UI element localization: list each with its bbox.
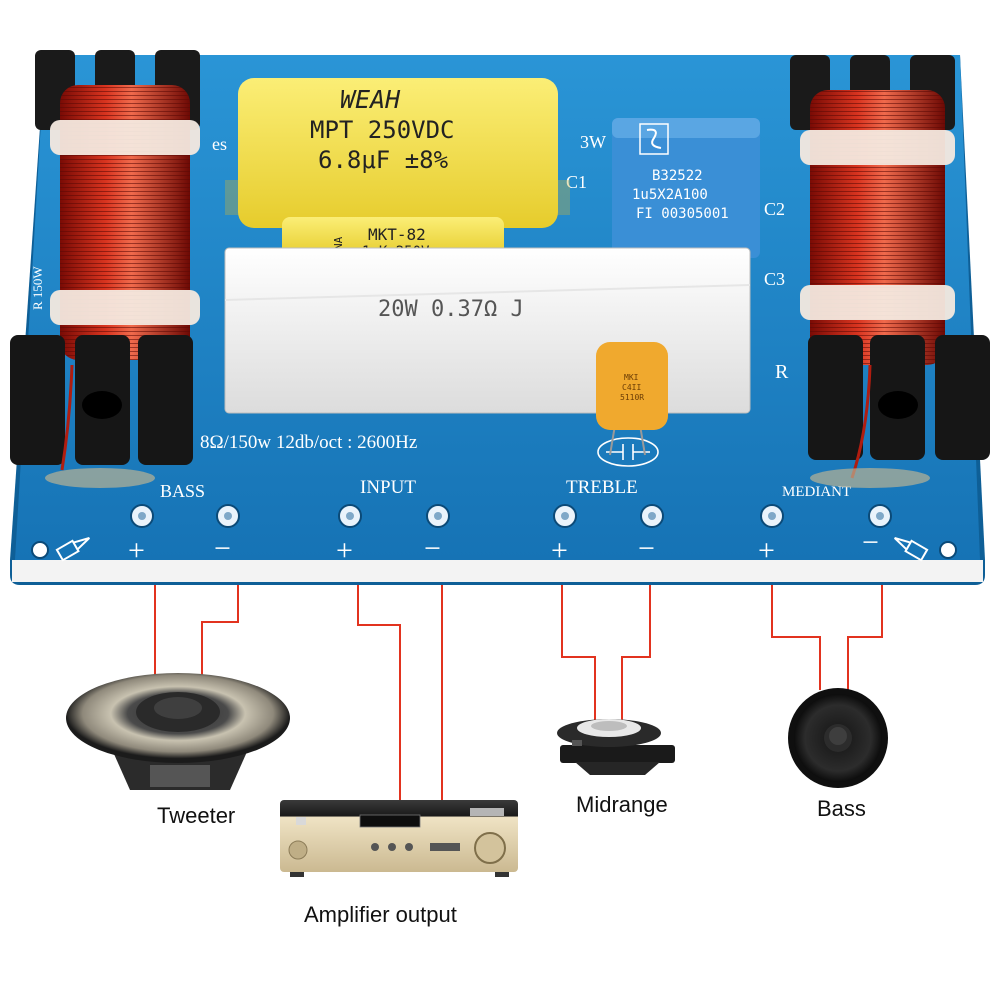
blue-cap-code: FI 00305001 xyxy=(636,206,729,222)
caption-amplifier-output: Amplifier output xyxy=(304,902,457,927)
terminal-input-minus[interactable] xyxy=(426,504,450,528)
polarity-input-minus: − xyxy=(424,532,441,565)
screw-icon-right xyxy=(893,537,929,562)
wire-bass-minus xyxy=(201,585,239,680)
connection-wires xyxy=(154,585,883,810)
polarity-input-plus: + xyxy=(336,534,353,567)
terminal-group-bass: BASS xyxy=(160,481,205,501)
orange-cap-line1: MKI xyxy=(624,373,639,382)
terminal-bass-plus[interactable] xyxy=(130,504,154,528)
terminal-bass-minus[interactable] xyxy=(216,504,240,528)
wire-mediant-plus xyxy=(771,585,821,690)
mount-hole-left xyxy=(31,541,49,559)
silk-label-c1: C1 xyxy=(566,172,587,192)
silk-label-150w: R 150W xyxy=(30,266,45,310)
cap-capacitance: 6.8μF ±8% xyxy=(318,146,449,174)
terminal-group-input: INPUT xyxy=(360,477,416,498)
terminal-treble-minus[interactable] xyxy=(640,504,664,528)
terminal-mediant-plus[interactable] xyxy=(760,504,784,528)
capacitor-b32522-blue: B32522 1u5X2A100 FI 00305001 xyxy=(612,118,760,258)
terminal-treble-plus[interactable] xyxy=(553,504,577,528)
polarity-treble-plus: + xyxy=(551,534,568,567)
terminal-group-treble: TREBLE xyxy=(566,477,638,498)
capacitor-mkt-small: NA MKT-82 1¸K 250V xyxy=(282,217,504,260)
capacitor-orange-small: MKI C4II 5110R xyxy=(596,342,668,456)
speaker-bass-image xyxy=(788,688,888,788)
caption-midrange: Midrange xyxy=(576,792,668,817)
cap-voltage: MPT 250VDC xyxy=(310,116,455,144)
speaker-tweeter-image xyxy=(557,719,675,775)
silk-label-c2: C2 xyxy=(764,199,785,219)
silk-label-3w: 3W xyxy=(580,132,606,152)
polarity-treble-minus: − xyxy=(638,532,655,565)
polarity-bass-minus: − xyxy=(214,532,231,565)
small-cap-label: MKT-82 xyxy=(368,225,426,244)
cap-brand: WEAH xyxy=(340,85,401,114)
wire-treble-plus xyxy=(561,585,596,722)
terminal-group-mediant: MEDIANT xyxy=(782,484,851,500)
silk-label-c3: C3 xyxy=(764,269,785,289)
brand-logo-icon xyxy=(639,123,669,155)
caption-tweeter: Tweeter xyxy=(157,803,236,828)
speaker-woofer-image xyxy=(66,673,290,790)
resistor-label: 20W 0.37Ω J xyxy=(378,297,524,322)
board-spec-text: 8Ω/150w 12db/oct : 2600Hz xyxy=(200,432,417,453)
inductor-right xyxy=(790,55,990,488)
silk-label-r: R xyxy=(775,361,789,383)
mount-hole-right xyxy=(939,541,957,559)
wire-input-plus xyxy=(357,585,401,810)
amplifier-image xyxy=(280,800,518,877)
polarity-mediant-plus: + xyxy=(758,534,775,567)
screw-icon-left xyxy=(55,537,91,562)
polarity-bass-plus: + xyxy=(128,534,145,567)
capacitor-symbol xyxy=(597,437,659,467)
blue-cap-part: B32522 xyxy=(652,168,703,184)
inductor-left xyxy=(10,50,200,488)
orange-cap-line3: 5110R xyxy=(620,393,644,402)
polarity-mediant-minus: − xyxy=(862,526,879,559)
orange-cap-line2: C4II xyxy=(622,383,641,392)
caption-bass: Bass xyxy=(817,796,866,821)
resistor-cement: 20W 0.37Ω J xyxy=(224,247,751,414)
terminal-mediant-minus[interactable] xyxy=(868,504,892,528)
small-cap-prefix: NA xyxy=(332,236,345,250)
capacitor-mpt-yellow: WEAH MPT 250VDC 6.8μF ±8% xyxy=(225,78,570,228)
wire-treble-minus xyxy=(621,585,651,722)
silk-label-es: es xyxy=(212,134,227,154)
terminal-input-plus[interactable] xyxy=(338,504,362,528)
blue-cap-value: 1u5X2A100 xyxy=(632,187,708,203)
wire-mediant-minus xyxy=(847,585,883,690)
